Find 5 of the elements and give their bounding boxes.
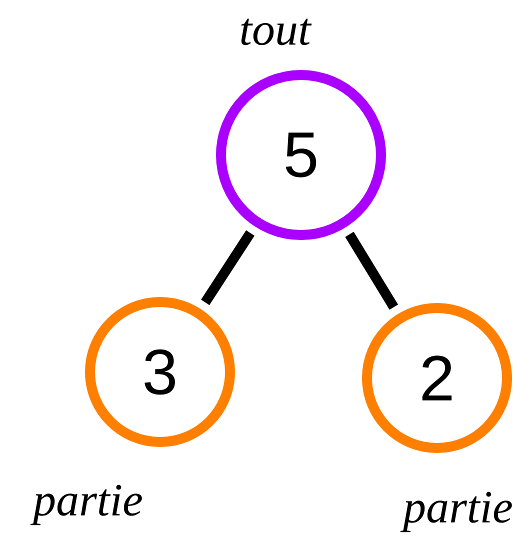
- node-caption: partie: [30, 484, 142, 526]
- node-caption: partie: [400, 492, 512, 532]
- node-caption: tout: [241, 18, 312, 46]
- connector-line: [345, 232, 398, 310]
- connector-line: [201, 230, 255, 306]
